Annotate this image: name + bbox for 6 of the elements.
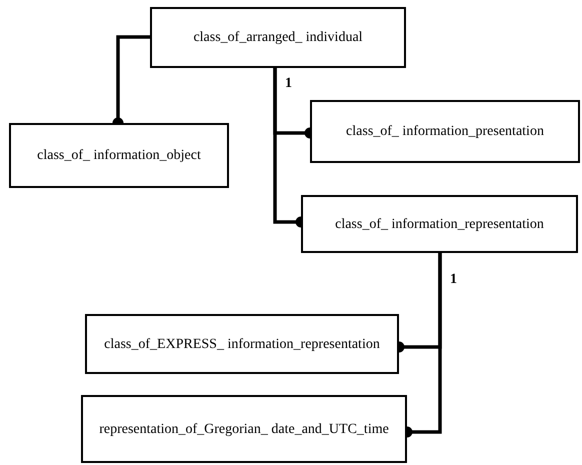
entity-box: representation_of_Gregorian_ date_and_UTC_time bbox=[81, 395, 407, 463]
entity-box: class_of_arranged_ individual bbox=[150, 7, 406, 68]
entity-box: class_of_EXPRESS_ information_representation bbox=[85, 314, 399, 374]
entity-box: class_of_ information_object bbox=[9, 123, 229, 188]
entity-box: class_of_ information_presentation bbox=[310, 100, 580, 163]
entity-box: class_of_ information_representation bbox=[301, 195, 578, 253]
